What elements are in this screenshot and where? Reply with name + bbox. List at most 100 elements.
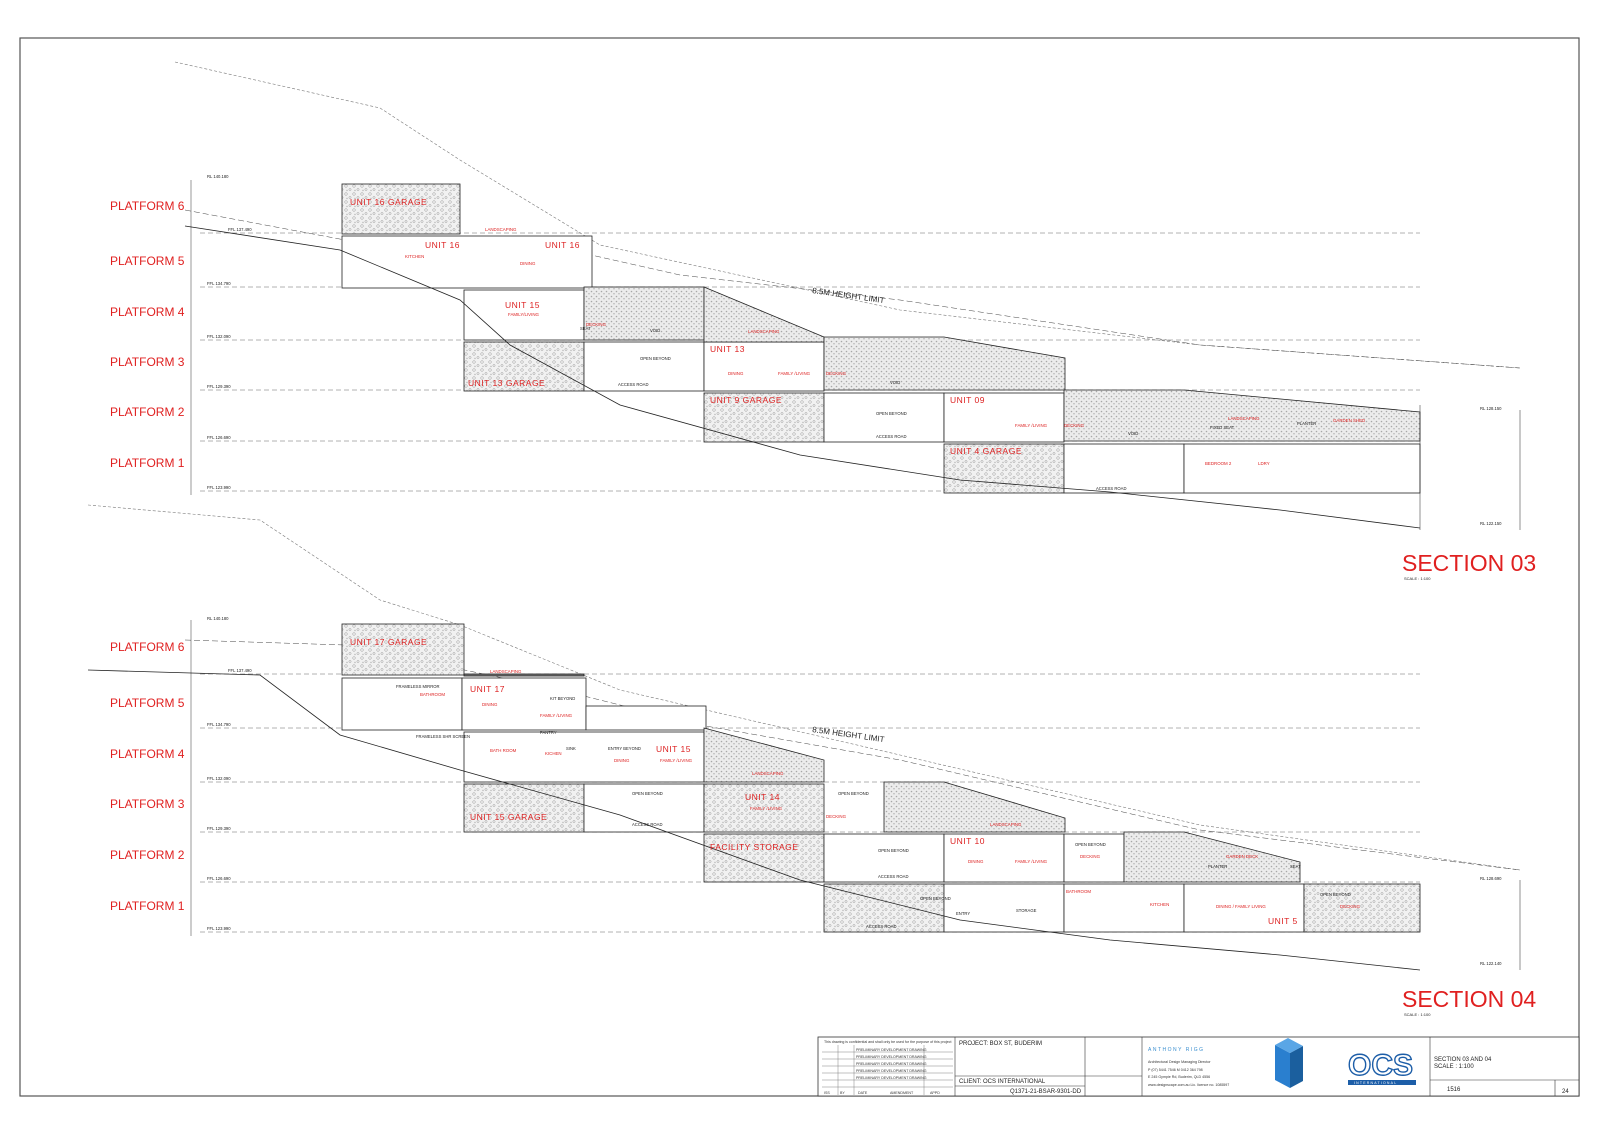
level-label: RL 140.180 [207,174,229,179]
room-label: BATHROOM [420,692,445,697]
room-label: LANDSCAPING [1228,416,1260,421]
room-label: ENTRY [956,911,970,916]
room-label: DINING / FAMILY LIVING [1216,904,1266,909]
revision-row: PRELIMINARY DEVELOPMENT DRAWING [856,1055,927,1059]
revision-header: DATE [858,1091,868,1095]
room-label: LANDSCAPING [752,771,784,776]
room-label: DINING [520,261,536,266]
room-label: PANTRY [540,730,557,735]
room-label: FRAMELESS SHR SCREEN [416,734,470,739]
room-label: DECKING [826,371,847,376]
room-label: OPEN BEYOND [632,791,663,796]
room-label: GARDEN DECK [1226,854,1258,859]
room-label: DINING [728,371,744,376]
level-label: RL 122.150 [1480,521,1502,526]
platform-label: PLATFORM 4 [110,305,185,319]
revision-header: ISS [824,1091,830,1095]
platform-label: PLATFORM 4 [110,747,185,761]
level-label: FFL 134.790 [207,722,231,727]
existing-ground-line [87,669,1421,971]
room-label: STORAGE [1016,908,1037,913]
firm-address: E 245 Gympie Rd, Buderim, QLD 4556 [1148,1075,1210,1079]
room-label: OPEN BEYOND [640,356,671,361]
room-label: BATHROOM [1066,889,1091,894]
level-label: FFL 132.090 [207,776,231,781]
level-label: RL 122.140 [1480,961,1502,966]
level-label: FFL 129.390 [207,826,231,831]
room-label: OPEN BEYOND [920,896,951,901]
drawing-number: Q1371-21-BSAR-9301-DD [1010,1089,1082,1095]
room-label: OPEN BEYOND [1320,892,1351,897]
ocs-logo-subtitle: INTERNATIONAL [1354,1081,1397,1085]
level-label: FFL 123.990 [207,926,231,931]
room-label: SEAT [1290,864,1301,869]
room-label: LDRY [1258,461,1270,466]
platform-label: PLATFORM 2 [110,405,185,419]
unit-label: UNIT 17 [470,684,505,694]
unit-label: UNIT 10 [950,836,985,846]
confidential-note: This drawing is confidential and shall o… [824,1040,951,1044]
unit-label: UNIT 15 GARAGE [470,812,547,822]
sheet-border [19,37,1580,1097]
room-label: KITCHEN [405,254,424,259]
room-label: FAMILY /LIVING [778,371,811,376]
room-label: ACCESS ROAD [876,434,906,439]
level-label: FFL 129.390 [207,384,231,389]
level-label: RL 140.180 [207,616,229,621]
room-label: ACCESS ROAD [632,822,662,827]
revision-header: APPD [930,1091,940,1095]
room-label: ACCESS ROAD [618,382,648,387]
firm-subtitle: Architectural Design Managing Director [1148,1060,1211,1064]
section-03: 8.5M HEIGHT LIMIT PLATFORM 6 PLATFORM 5 … [110,61,1536,581]
building-blocks [341,183,1421,494]
platform-label: PLATFORM 6 [110,199,185,213]
revision-header: BY [840,1091,845,1095]
project-name: PROJECT: BOX ST, BUDERIM [959,1041,1042,1047]
sheet-title: SECTION 03 AND 04 [1434,1057,1492,1063]
room-label: VOID [650,328,660,333]
room-label: DINING [482,702,498,707]
platform-label: PLATFORM 2 [110,848,185,862]
room-label: FAMILY /LIVING [660,758,693,763]
firm-name: ANTHONY RIGG [1148,1047,1205,1053]
room-label: ACCESS ROAD [866,924,896,929]
client-name: CLIENT: OCS INTERNATIONAL [959,1079,1046,1085]
revision-row: PRELIMINARY DEVELOPMENT DRAWING [856,1076,927,1080]
room-label: VOID [890,380,900,385]
room-label: LANDSCAPING [490,669,522,674]
revision-row: PRELIMINARY DEVELOPMENT DRAWING [856,1062,927,1066]
firm-contact: P (07) 5441 7546 M 0412 364 798 [1148,1068,1203,1072]
room-label: DINING [614,758,630,763]
room-label: DECKING [1064,423,1085,428]
level-label: FFL 132.090 [207,334,231,339]
room-label: LANDSCAPING [748,329,780,334]
section-title: SECTION 03 [1402,550,1536,576]
room-label: FAMILY /LIVING [1015,423,1048,428]
room-label: ACCESS ROAD [1096,486,1126,491]
platform-label: PLATFORM 5 [110,254,185,268]
room-label: KICHEN [545,751,562,756]
unit-label: UNIT 16 [425,240,460,250]
room-label: KITCHEN [1150,902,1169,907]
room-label: PLANTER [1208,864,1227,869]
room-label: DECKING [586,322,607,327]
unit-label: UNIT 15 [656,744,691,754]
room-label: OPEN BEYOND [1075,842,1106,847]
unit-label: UNIT 13 [710,344,745,354]
unit-label: UNIT 4 GARAGE [950,446,1022,456]
unit-label: UNIT 17 GARAGE [350,637,427,647]
title-block: This drawing is confidential and shall o… [817,1036,1580,1097]
section-04: 8.5M HEIGHT LIMIT PLATFORM 6 PLATFORM 5 … [87,504,1536,1017]
unit-label: UNIT 16 GARAGE [350,197,427,207]
platform-label: PLATFORM 3 [110,355,185,369]
room-label: FAMILY /LIVING [1015,859,1048,864]
unit-label: UNIT 13 GARAGE [468,378,545,388]
platform-label: PLATFORM 1 [110,899,185,913]
revision-header: AMENDMENT [890,1091,914,1095]
level-label: RL 128.150 [1480,406,1502,411]
room-label: DECKING [826,814,847,819]
natural-ground-line [174,61,1521,369]
room-label: VOID [1128,431,1138,436]
platform-label: PLATFORM 1 [110,456,185,470]
unit-label: UNIT 09 [950,395,985,405]
